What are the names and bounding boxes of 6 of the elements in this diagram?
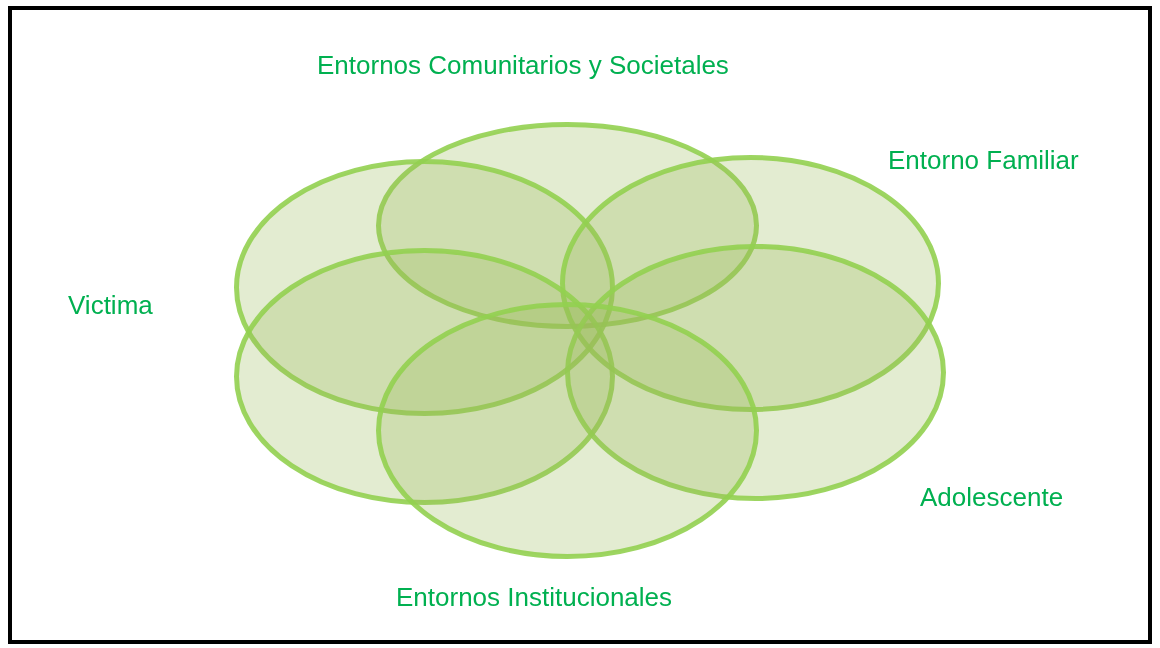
region-label: Adolescente: [920, 482, 1064, 512]
ellipse-shape: [375, 301, 759, 559]
region-label: Entornos Institucionales: [396, 582, 673, 612]
region-label: Entorno Familiar: [888, 145, 1079, 175]
region-label: Entornos Comunitarios y Societales: [317, 50, 729, 80]
region-label: Victima: [68, 290, 153, 320]
